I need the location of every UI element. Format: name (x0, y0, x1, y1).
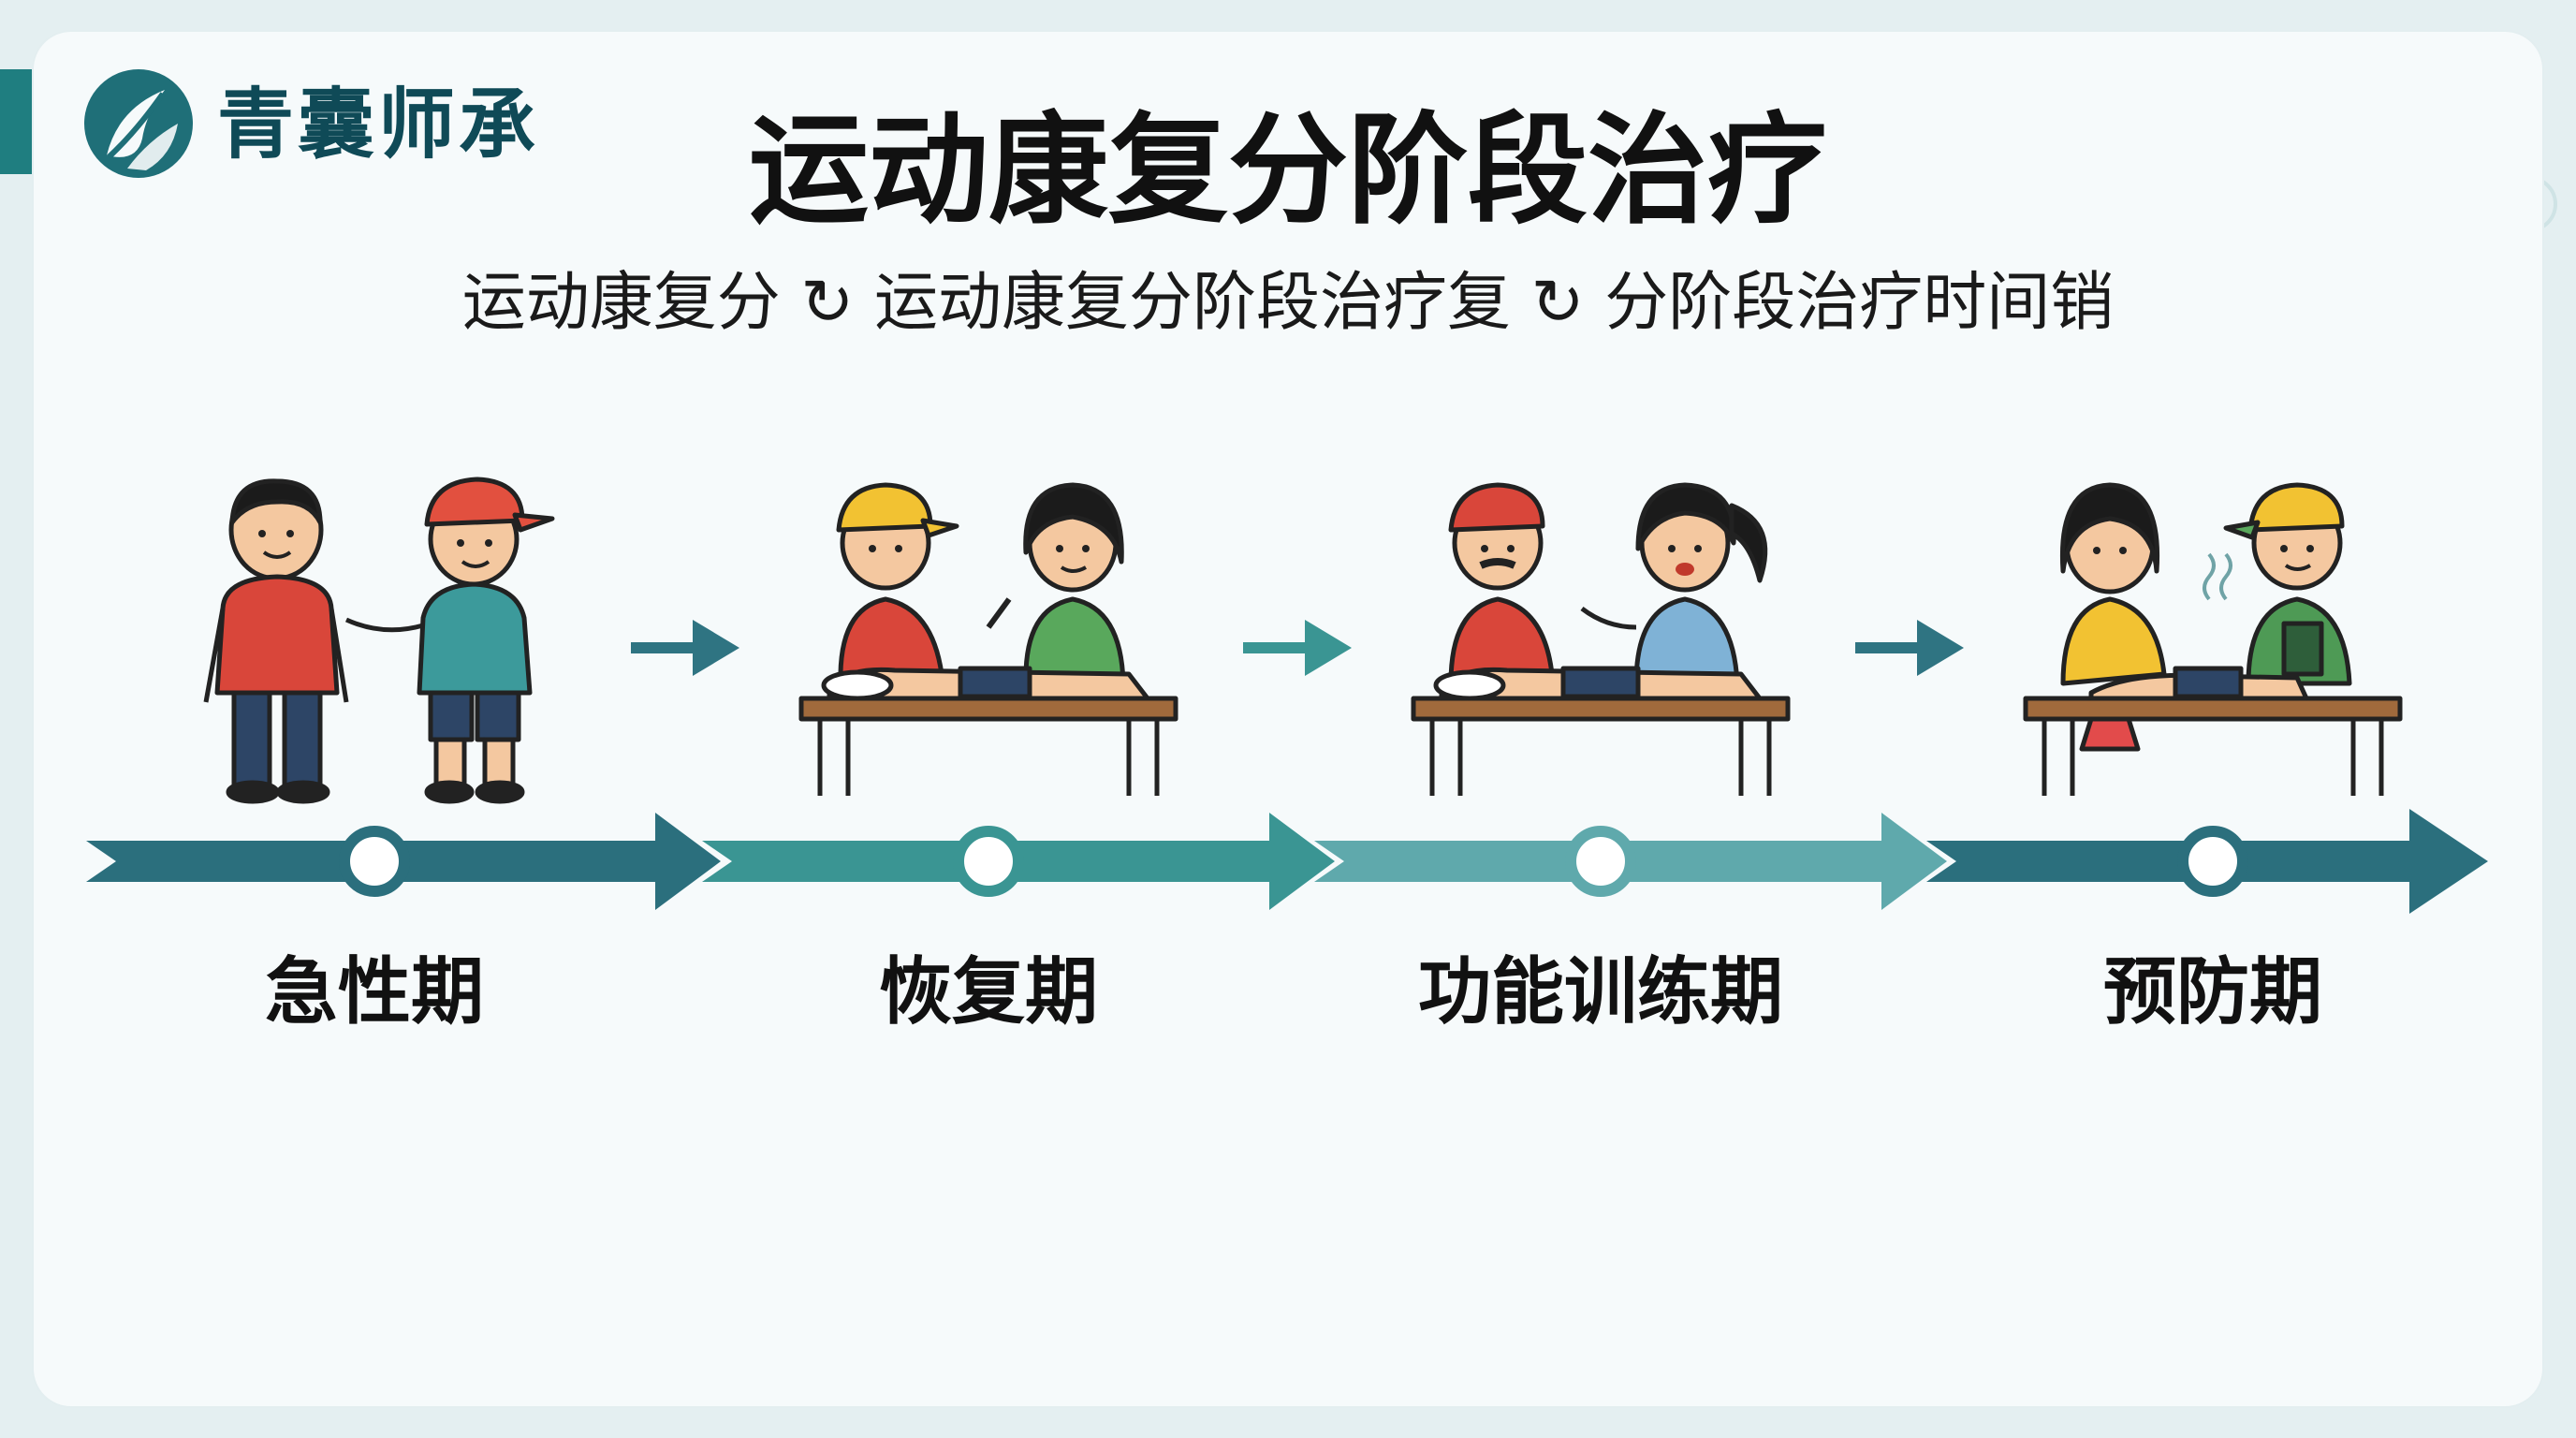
brand-name: 青囊师承 (217, 81, 540, 169)
arrow-right-icon (1855, 620, 1964, 676)
leaf-logo-icon (84, 69, 193, 178)
page-title: 运动康复分阶段治疗 (748, 101, 1827, 241)
consultation-illustration (203, 477, 555, 804)
treatment-table-illustration (798, 482, 1178, 796)
arrow-right-icon (631, 620, 739, 676)
arrow-right-icon (1243, 620, 1352, 676)
stage-timeline (86, 809, 2488, 914)
stage-label-recovery: 恢复期 (878, 950, 1098, 1034)
stage-label-acute: 急性期 (264, 950, 484, 1034)
header-accent-bar (0, 69, 32, 174)
page-subtitle: 运动康复分 ↻ 运动康复分阶段治疗复 ↻ 分阶段治疗时间销 (461, 266, 2115, 340)
training-table-illustration (1411, 482, 1791, 796)
stage-label-prevention: 预防期 (2102, 950, 2322, 1034)
stage-label-training: 功能训练期 (1417, 950, 1783, 1034)
prevention-table-illustration (2023, 482, 2403, 796)
